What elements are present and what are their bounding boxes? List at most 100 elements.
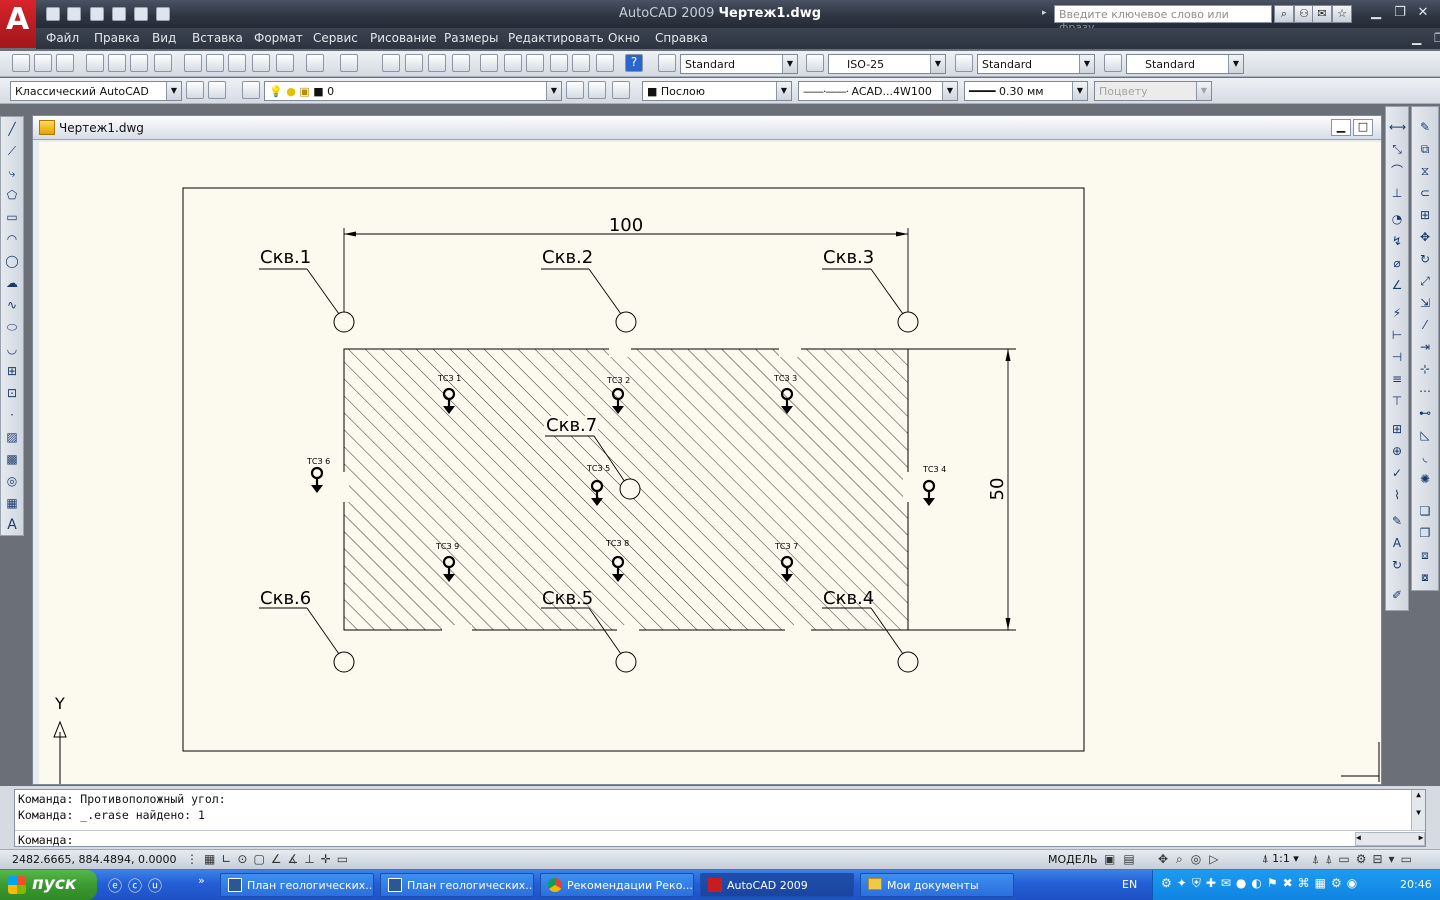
menu-format[interactable]: Формат — [254, 31, 303, 45]
ordinate-dimension-icon[interactable]: ⊥ — [1391, 186, 1403, 200]
dimension-break-icon[interactable]: ⊤ — [1391, 394, 1403, 408]
baseline-dimension-icon[interactable]: ⊢ — [1391, 328, 1403, 342]
line-icon[interactable]: ╱ — [8, 122, 16, 136]
workspace-save-icon[interactable] — [208, 81, 226, 99]
task-word-2[interactable]: План геологических... — [380, 873, 534, 897]
3d-dwf-icon[interactable] — [154, 54, 172, 72]
undo-toolbar-icon[interactable] — [306, 54, 324, 72]
task-autocad[interactable]: AutoCAD 2009 — [700, 873, 854, 897]
copy-icon[interactable] — [206, 54, 224, 72]
dimension-update-icon[interactable]: ↻ — [1391, 558, 1403, 572]
communication-center-icon[interactable]: ⚇ — [1294, 5, 1314, 23]
radius-dimension-icon[interactable]: ◔ — [1391, 212, 1403, 226]
redo-icon[interactable] — [156, 7, 170, 21]
coordinates-readout[interactable]: 2482.6665, 884.4894, 0.0000 — [12, 853, 177, 866]
save-icon[interactable] — [90, 7, 104, 21]
language-indicator[interactable]: EN — [1122, 878, 1138, 891]
layout-buttons[interactable]: ▣▤ — [1104, 852, 1143, 866]
drafting-toggles[interactable]: ⋮▦∟⊙▢∠∡⊥✛▭ — [186, 852, 355, 866]
rectangle-icon[interactable]: ▭ — [6, 210, 18, 224]
search-expand-icon[interactable]: ▸ — [1042, 8, 1047, 18]
text-style-select[interactable]: Standard▼ — [680, 54, 798, 74]
jogged-dimension-icon[interactable]: ↯ — [1391, 234, 1403, 248]
jogged-linear-icon[interactable]: ⌇ — [1394, 488, 1400, 502]
zoom-realtime-icon[interactable] — [405, 54, 423, 72]
hatch-icon[interactable]: ▨ — [6, 430, 18, 444]
copy-object-icon[interactable]: ⧉ — [1420, 142, 1430, 156]
redo-toolbar-icon[interactable] — [340, 54, 358, 72]
rotate-icon[interactable]: ↻ — [1419, 252, 1431, 266]
print-icon[interactable] — [112, 7, 126, 21]
workspace-select[interactable]: Классический AutoCAD▼ — [10, 81, 182, 101]
construction-line-icon[interactable]: ⟋ — [7, 144, 17, 158]
calculator-icon[interactable] — [596, 54, 614, 72]
aligned-dimension-icon[interactable]: ⤡ — [1392, 142, 1402, 156]
application-menu-button[interactable]: A — [0, 0, 36, 48]
dim-style-icon[interactable] — [806, 54, 824, 72]
annotation-tools[interactable]: ⍋⍋▭⚙⊟▾▭ — [1312, 852, 1418, 866]
draw-order-back-icon[interactable]: ❐ — [1419, 526, 1431, 540]
drawing-canvas[interactable]: 100 50 Скв.1 Скв.2 Скв.3 — [39, 142, 1381, 784]
quick-launch-more-icon[interactable]: » — [198, 874, 205, 887]
break-icon[interactable]: ⋯ — [1419, 384, 1431, 398]
quick-dimension-icon[interactable]: ⚡ — [1392, 306, 1402, 320]
markup-icon[interactable] — [572, 54, 590, 72]
menu-tools[interactable]: Сервис — [313, 31, 358, 45]
command-prompt[interactable]: Команда: — [18, 833, 74, 847]
model-space-button[interactable]: МОДЕЛЬ — [1048, 853, 1098, 866]
properties-icon[interactable] — [480, 54, 498, 72]
circle-icon[interactable]: ◯ — [5, 254, 19, 268]
multiline-text-icon[interactable]: A — [7, 517, 17, 533]
new-file-icon[interactable] — [46, 7, 60, 21]
dimension-edit-icon[interactable]: ✎ — [1391, 514, 1403, 528]
layer-previous-icon[interactable] — [588, 81, 606, 99]
linear-dimension-icon[interactable]: ⟷ — [1389, 120, 1407, 134]
mleader-style-icon[interactable] — [1104, 54, 1122, 72]
tool-palettes-icon[interactable] — [526, 54, 544, 72]
sheet-set-icon[interactable] — [550, 54, 568, 72]
draw-order-front-icon[interactable]: ❏ — [1419, 504, 1431, 518]
paste-icon[interactable] — [228, 54, 246, 72]
break-at-point-icon[interactable]: ⊹ — [1419, 362, 1431, 376]
layer-states-icon[interactable] — [612, 81, 630, 99]
layer-select[interactable]: 💡 ● ▣ ■ 0▼ — [264, 81, 562, 101]
menu-draw[interactable]: Рисование — [370, 31, 437, 45]
chamfer-icon[interactable]: ◺ — [1420, 428, 1430, 442]
table-style-icon[interactable] — [955, 54, 973, 72]
new-icon[interactable] — [12, 54, 30, 72]
send-under-icon[interactable]: ⧇ — [1421, 570, 1429, 584]
arc-length-icon[interactable]: ⌒ — [1390, 164, 1403, 178]
inspection-icon[interactable]: ✓ — [1391, 466, 1403, 480]
menu-window[interactable]: Окно — [608, 31, 640, 45]
continue-dimension-icon[interactable]: ⊣ — [1391, 350, 1403, 364]
subscription-icon[interactable]: ✉ — [1312, 5, 1332, 23]
move-icon[interactable]: ✥ — [1419, 230, 1431, 244]
make-block-icon[interactable]: ⊡ — [6, 386, 18, 400]
spline-icon[interactable]: ∿ — [6, 298, 18, 312]
lineweight-select[interactable]: ━━━━ 0.30 мм▼ — [964, 81, 1088, 101]
menu-view[interactable]: Вид — [152, 31, 177, 45]
revision-cloud-icon[interactable]: ☁ — [6, 276, 18, 290]
fillet-icon[interactable]: ◟ — [1422, 450, 1428, 464]
diameter-dimension-icon[interactable]: ⌀ — [1393, 256, 1401, 270]
join-icon[interactable]: ⊷ — [1419, 406, 1431, 420]
tolerance-icon[interactable]: ⊞ — [1391, 422, 1403, 436]
erase-icon[interactable]: ✎ — [1419, 120, 1431, 134]
menu-dimension[interactable]: Размеры — [444, 31, 499, 45]
ellipse-arc-icon[interactable]: ◡ — [6, 342, 18, 356]
command-scrollbar[interactable]: ▲▼ — [1411, 790, 1425, 830]
match-properties-icon[interactable] — [252, 54, 270, 72]
zoom-previous-icon[interactable] — [452, 54, 470, 72]
region-icon[interactable]: ◎ — [6, 474, 18, 488]
polygon-icon[interactable]: ⬠ — [6, 188, 18, 202]
open-icon[interactable] — [34, 54, 52, 72]
drawing-minimize-icon[interactable]: ▁ — [1331, 119, 1351, 136]
navigation-tools[interactable]: ✥⌕◎▷ — [1158, 852, 1227, 866]
bring-above-icon[interactable]: ⧈ — [1421, 548, 1429, 562]
explode-icon[interactable]: ✺ — [1419, 472, 1431, 486]
polyline-icon[interactable]: ⤷ — [8, 166, 16, 180]
table-icon[interactable]: ▦ — [6, 496, 18, 510]
favorites-icon[interactable]: ☆ — [1332, 5, 1352, 23]
trim-icon[interactable]: ⁄ — [1423, 318, 1426, 332]
restore-icon[interactable]: ❐ — [1394, 5, 1406, 20]
